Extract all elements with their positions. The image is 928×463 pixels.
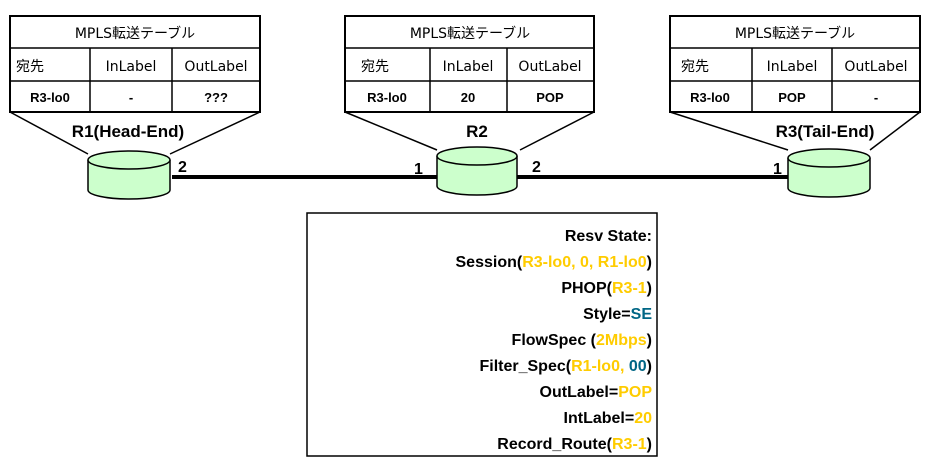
callout-lines — [9, 111, 921, 155]
table-title: MPLS転送テーブル — [410, 25, 530, 42]
column-header-destination: 宛先 — [361, 59, 389, 75]
cell-destination: R3-lo0 — [30, 90, 70, 105]
resv-filter-spec: Filter_Spec(R1-lo0, 00) — [479, 358, 652, 375]
resv-outlabel: OutLabel=POP — [540, 384, 653, 401]
column-header-inlabel: InLabel — [767, 59, 818, 75]
resv-record-route: Record_Route(R3-1) — [497, 436, 652, 453]
router-name-r3: R3(Tail-End) — [776, 122, 875, 141]
cell-inlabel: - — [129, 90, 133, 105]
resv-state-title: Resv State: — [565, 228, 652, 245]
column-header-destination: 宛先 — [16, 59, 44, 75]
column-header-inlabel: InLabel — [106, 59, 157, 75]
router-r2[interactable] — [436, 146, 518, 196]
router-name-r2: R2 — [466, 122, 488, 141]
column-header-destination: 宛先 — [681, 59, 709, 75]
resv-style: Style=SE — [583, 306, 652, 323]
column-header-outlabel: OutLabel — [184, 59, 247, 75]
port-label-r2-1: 1 — [414, 161, 423, 178]
cell-destination: R3-lo0 — [367, 90, 407, 105]
cell-inlabel: 20 — [461, 90, 475, 105]
column-header-inlabel: InLabel — [443, 59, 494, 75]
cell-outlabel: - — [874, 90, 878, 105]
router-name-r1: R1(Head-End) — [72, 122, 184, 141]
port-label-r1-2: 2 — [178, 159, 187, 176]
cell-outlabel: ??? — [204, 90, 228, 105]
cell-destination: R3-lo0 — [690, 90, 730, 105]
port-label-r2-2: 2 — [532, 159, 541, 176]
table-title: MPLS転送テーブル — [75, 25, 195, 42]
resv-phop: PHOP(R3-1) — [561, 280, 652, 297]
resv-intlabel: IntLabel=20 — [564, 410, 653, 427]
table-title: MPLS転送テーブル — [735, 25, 855, 42]
forwarding-table-r1: MPLS転送テーブル 宛先 InLabel OutLabel R3-lo0 - … — [9, 15, 261, 113]
port-label-r3-1: 1 — [773, 161, 782, 178]
column-header-outlabel: OutLabel — [844, 59, 907, 75]
resv-session: Session(R3-lo0, 0, R1-lo0) — [456, 254, 653, 271]
forwarding-table-r2: MPLS転送テーブル 宛先 InLabel OutLabel R3-lo0 20… — [344, 15, 595, 113]
cell-outlabel: POP — [536, 90, 564, 105]
column-header-outlabel: OutLabel — [518, 59, 581, 75]
resv-flowspec: FlowSpec (2Mbps) — [512, 332, 652, 349]
router-r3[interactable] — [787, 148, 871, 198]
router-r1[interactable] — [87, 150, 171, 200]
forwarding-table-r3: MPLS転送テーブル 宛先 InLabel OutLabel R3-lo0 PO… — [669, 15, 921, 113]
cell-inlabel: POP — [778, 90, 806, 105]
resv-state-box: Resv State: Session(R3-lo0, 0, R1-lo0) P… — [306, 212, 658, 457]
